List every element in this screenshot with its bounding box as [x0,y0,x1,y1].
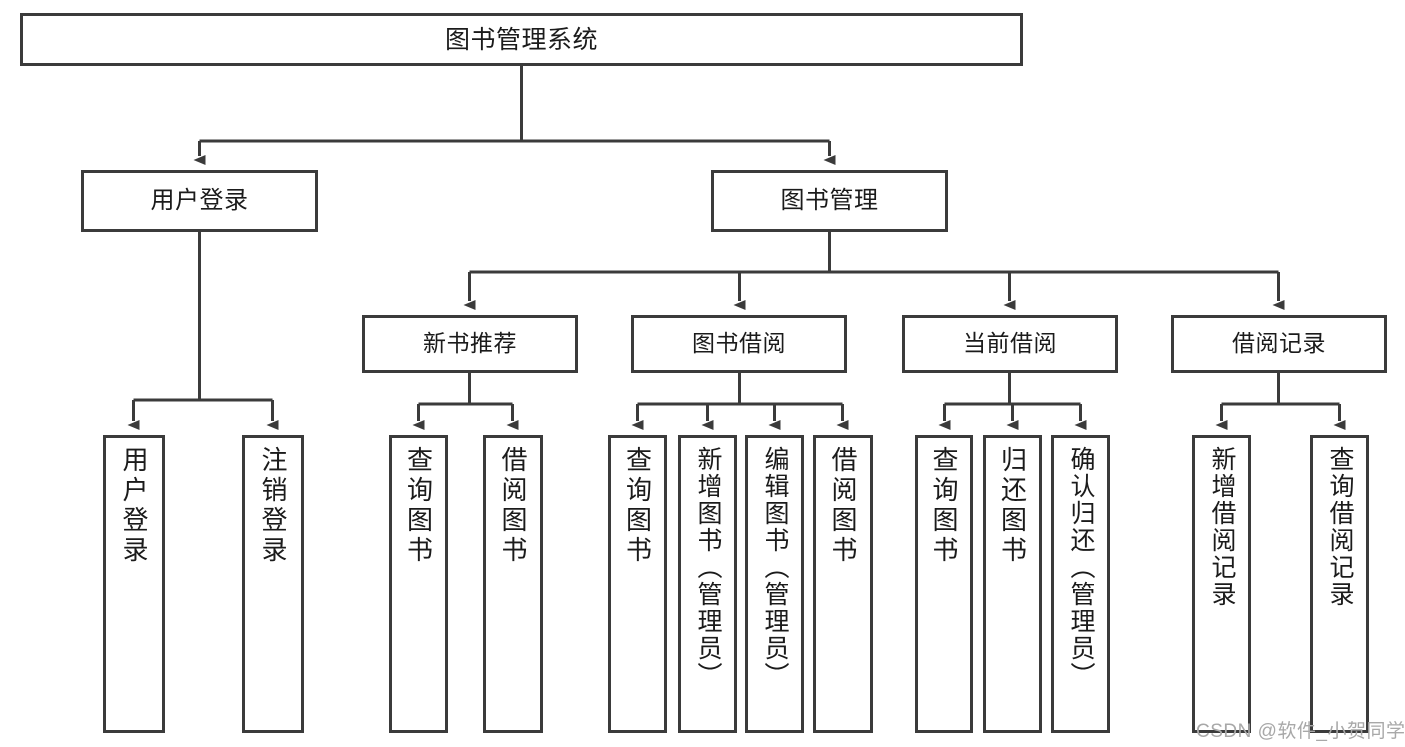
node-leaf-add-book-admin[interactable]: 新增图书（管理员） [678,435,737,733]
node-leaf-borrow-book-recommend[interactable]: 借阅图书 [483,435,543,733]
node-sub-book-borrow-label: 图书借阅 [692,330,786,357]
node-sub-borrow-record[interactable]: 借阅记录 [1171,315,1387,373]
node-leaf-borrow-book[interactable]: 借阅图书 [813,435,873,733]
node-leaf-return-book[interactable]: 归还图书 [983,435,1042,733]
node-sub-new-book-recommend[interactable]: 新书推荐 [362,315,578,373]
node-sub-book-borrow[interactable]: 图书借阅 [631,315,847,373]
node-leaf-query-book-recommend-label: 查询图书 [403,446,434,566]
node-sub-current-borrow-label: 当前借阅 [963,330,1057,357]
node-sub-new-book-recommend-label: 新书推荐 [423,330,517,357]
node-leaf-return-book-label: 归还图书 [997,446,1028,566]
node-sub-borrow-record-label: 借阅记录 [1232,330,1326,357]
node-leaf-query-book-borrow-label: 查询图书 [622,446,653,566]
node-leaf-user-login[interactable]: 用户登录 [103,435,165,733]
node-leaf-add-borrow-record[interactable]: 新增借阅记录 [1192,435,1251,733]
node-branch-user-login-label: 用户登录 [150,186,249,214]
node-leaf-edit-book-admin[interactable]: 编辑图书（管理员） [745,435,804,733]
node-leaf-borrow-book-label: 借阅图书 [828,446,859,566]
node-leaf-confirm-return-admin[interactable]: 确认归还（管理员） [1051,435,1110,733]
node-leaf-user-login-label: 用户登录 [119,446,150,566]
node-leaf-query-book-borrow[interactable]: 查询图书 [608,435,667,733]
node-leaf-query-book-recommend[interactable]: 查询图书 [389,435,448,733]
node-leaf-query-book-current-label: 查询图书 [929,446,960,566]
node-leaf-confirm-return-admin-label: 确认归还（管理员） [1067,446,1095,689]
node-branch-book-management[interactable]: 图书管理 [711,170,948,232]
node-leaf-logout-label: 注销登录 [258,446,289,566]
node-leaf-query-borrow-record[interactable]: 查询借阅记录 [1310,435,1369,733]
node-branch-book-management-label: 图书管理 [780,186,879,214]
node-leaf-logout[interactable]: 注销登录 [242,435,304,733]
node-branch-user-login[interactable]: 用户登录 [81,170,318,232]
node-leaf-edit-book-admin-label: 编辑图书（管理员） [761,446,789,689]
node-root[interactable]: 图书管理系统 [20,13,1023,66]
node-root-label: 图书管理系统 [444,25,598,54]
node-leaf-query-borrow-record-label: 查询借阅记录 [1326,446,1354,608]
node-leaf-borrow-book-recommend-label: 借阅图书 [498,446,529,566]
csdn-watermark: CSDN @软件_小贺同学 [1196,721,1405,742]
node-leaf-query-book-current[interactable]: 查询图书 [915,435,973,733]
node-leaf-add-borrow-record-label: 新增借阅记录 [1208,446,1236,608]
node-sub-current-borrow[interactable]: 当前借阅 [902,315,1118,373]
node-leaf-add-book-admin-label: 新增图书（管理员） [694,446,722,689]
